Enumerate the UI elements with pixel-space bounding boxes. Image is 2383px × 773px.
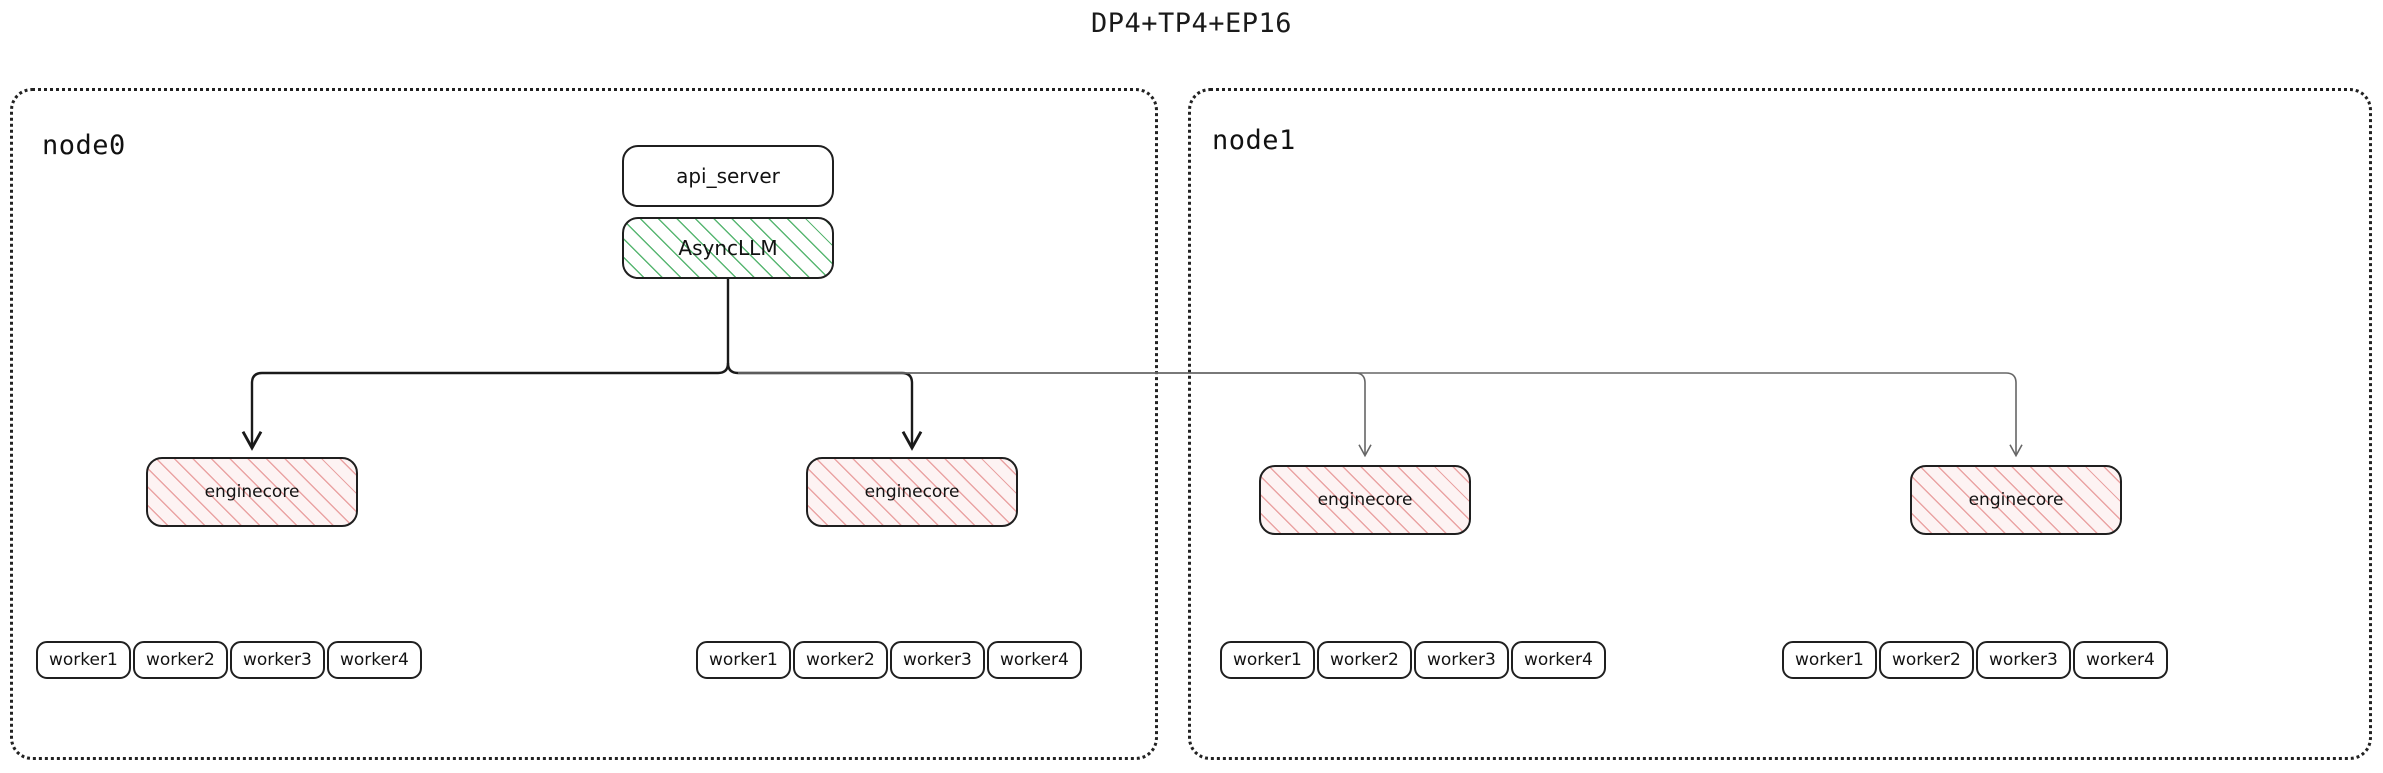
node-label-node1: node1	[1212, 125, 1296, 156]
worker-box[interactable]: worker4	[1511, 641, 1606, 679]
worker-box[interactable]: worker4	[987, 641, 1082, 679]
enginecore-box[interactable]: enginecore	[806, 457, 1018, 527]
worker-box[interactable]: worker2	[1879, 641, 1974, 679]
worker-box[interactable]: worker1	[36, 641, 131, 679]
worker-box[interactable]: worker3	[890, 641, 985, 679]
worker-box[interactable]: worker3	[230, 641, 325, 679]
worker-box[interactable]: worker2	[1317, 641, 1412, 679]
enginecore-box[interactable]: enginecore	[1259, 465, 1471, 535]
node-label-node0: node0	[42, 130, 126, 161]
enginecore-box[interactable]: enginecore	[1910, 465, 2122, 535]
asyncllm-box[interactable]: AsyncLLM	[622, 217, 834, 279]
worker-box[interactable]: worker4	[327, 641, 422, 679]
worker-box[interactable]: worker2	[133, 641, 228, 679]
worker-box[interactable]: worker1	[696, 641, 791, 679]
enginecore-box[interactable]: enginecore	[146, 457, 358, 527]
worker-box[interactable]: worker3	[1976, 641, 2071, 679]
worker-box[interactable]: worker1	[1782, 641, 1877, 679]
worker-box[interactable]: worker3	[1414, 641, 1509, 679]
worker-box[interactable]: worker4	[2073, 641, 2168, 679]
worker-box[interactable]: worker2	[793, 641, 888, 679]
worker-box[interactable]: worker1	[1220, 641, 1315, 679]
diagram-title: DP4+TP4+EP16	[1090, 8, 1293, 39]
api-server-box[interactable]: api_server	[622, 145, 834, 207]
